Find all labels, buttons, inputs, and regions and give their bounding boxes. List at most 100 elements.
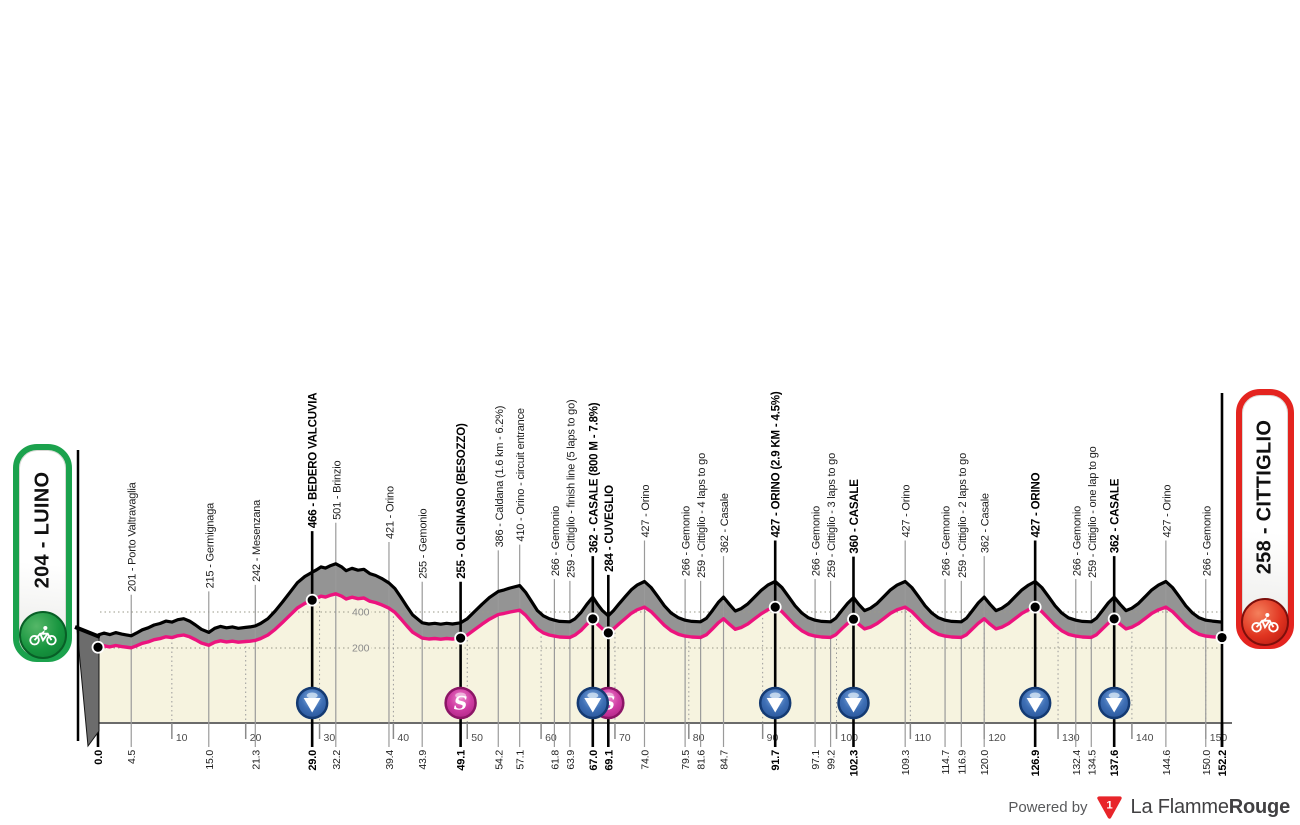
waypoint-label: 255 - OLGINASIO (BESOZZO) <box>456 423 468 579</box>
waypoint-label: 427 - ORINO <box>1031 472 1043 537</box>
elevation-band-fill <box>98 563 1222 648</box>
waypoint-label: 259 - Cittiglio - 2 laps to go <box>957 453 969 578</box>
climb-icon <box>1097 686 1131 720</box>
climb-icon <box>295 686 329 720</box>
waypoint-km-label: 67.0 <box>588 750 600 771</box>
finish-badge: 258 - CITTIGLIO <box>1236 389 1294 649</box>
powered-by-text: Powered by <box>1008 799 1088 816</box>
waypoint-km-label: 152.2 <box>1217 750 1229 777</box>
brand-wordmark: La FlammeRouge <box>1130 796 1291 819</box>
waypoint-dot <box>1107 612 1121 626</box>
waypoint-km-label: 134.5 <box>1086 750 1098 776</box>
waypoint-dot <box>1028 600 1042 614</box>
waypoint-dot <box>91 640 105 654</box>
waypoint-dot <box>454 631 468 645</box>
climb-icon <box>1018 686 1052 720</box>
waypoint-label: 259 - Cittiglio - one lap to go <box>1087 446 1099 577</box>
x-axis-tick-label: 10 <box>176 732 188 744</box>
waypoint-label: 266 - Gemonio <box>550 506 562 576</box>
waypoint-label: 466 - BEDERO VALCUVIA <box>308 393 320 529</box>
waypoint-km-label: 99.2 <box>826 750 838 770</box>
footer-credit: Powered by 1 La FlammeRouge <box>1008 795 1290 820</box>
waypoint-km-label: 79.5 <box>680 750 692 770</box>
logo-digit: 1 <box>1106 800 1113 812</box>
waypoint-dot <box>586 612 600 626</box>
x-axis-tick-label: 100 <box>841 732 859 744</box>
waypoint-km-label: 137.6 <box>1109 750 1121 777</box>
waypoint-km-label: 97.1 <box>810 750 822 770</box>
x-axis-tick-label: 140 <box>1136 732 1154 744</box>
waypoint-km-label: 57.1 <box>515 750 527 770</box>
waypoint-km-label: 4.5 <box>126 750 138 764</box>
x-axis-tick-label: 30 <box>324 732 336 744</box>
waypoint-km-label: 102.3 <box>848 750 860 777</box>
waypoint-km-label: 63.9 <box>565 750 577 770</box>
elevation-gridline-label: 200 <box>352 643 370 655</box>
x-axis-tick-label: 60 <box>545 732 557 744</box>
waypoint-km-label: 43.9 <box>417 750 429 770</box>
waypoint-label: 266 - Gemonio <box>811 506 823 576</box>
waypoint-label: 362 - CASALE <box>1110 478 1122 553</box>
start-badge-label: 204 - LUINO <box>31 471 53 589</box>
start-cyclist-icon <box>18 611 67 659</box>
x-axis-tick-label: 70 <box>619 732 631 744</box>
waypoint-label: 284 - CUVEGLIO <box>604 485 616 572</box>
svg-text:S: S <box>454 693 468 715</box>
waypoint-label: 360 - CASALE <box>849 479 861 554</box>
x-axis-tick-label: 120 <box>988 732 1006 744</box>
waypoint-km-label: 114.7 <box>940 750 952 775</box>
waypoint-label: 259 - Cittiglio - finish line (5 laps to… <box>565 400 577 578</box>
waypoint-km-label: 39.4 <box>384 750 396 770</box>
waypoint-km-label: 32.2 <box>331 750 343 770</box>
x-axis-tick-label: 40 <box>397 732 409 744</box>
sprint-icon: S <box>444 686 477 720</box>
x-axis-tick-label: 150 <box>1210 732 1228 744</box>
x-axis-tick-label: 80 <box>693 732 705 744</box>
waypoint-label: 427 - Orino <box>1161 485 1173 538</box>
x-axis-tick-label: 50 <box>471 732 483 744</box>
start-badge: 204 - LUINO <box>13 444 72 662</box>
x-axis-tick-label: 90 <box>767 732 779 744</box>
waypoint-km-label: 49.1 <box>456 750 468 771</box>
waypoint-km-label: 109.3 <box>900 750 912 776</box>
waypoint-label: 259 - Cittiglio - 4 laps to go <box>696 453 708 578</box>
waypoint-km-label: 61.8 <box>549 750 561 770</box>
waypoint-label: 427 - ORINO (2.9 KM - 4.5%) <box>771 391 783 537</box>
waypoint-label: 362 - CASALE (800 M - 7.8%) <box>588 402 600 553</box>
waypoint-label: 386 - Caldana (1.6 km - 6.2%) <box>494 406 506 548</box>
waypoint-km-label: 69.1 <box>603 750 615 771</box>
waypoint-label: 255 - Gemonio <box>418 509 430 579</box>
x-axis-tick-label: 110 <box>914 732 931 744</box>
profile-line <box>97 562 1223 638</box>
waypoint-dot <box>305 593 319 607</box>
waypoint-label: 427 - Orino <box>640 485 652 538</box>
finish-cyclist-icon <box>1241 598 1289 646</box>
waypoint-label: 427 - Orino <box>901 485 913 538</box>
gradient-line <box>97 592 1223 650</box>
elevation-gridline-label: 400 <box>352 607 370 619</box>
waypoint-dot <box>601 626 615 640</box>
waypoint-label: 362 - Casale <box>719 493 731 553</box>
waypoint-km-label: 120.0 <box>979 750 991 776</box>
waypoint-label: 266 - Gemonio <box>1201 506 1213 576</box>
waypoint-km-label: 91.7 <box>770 750 782 771</box>
climb-icon <box>758 686 792 720</box>
waypoint-label: 259 - Cittiglio - 3 laps to go <box>826 453 838 578</box>
waypoint-km-label: 15.0 <box>204 750 216 770</box>
brand-la-flamme: La Flamme <box>1130 796 1229 818</box>
la-flamme-rouge-logo-icon: 1 <box>1096 796 1122 819</box>
waypoint-km-label: 126.9 <box>1030 750 1042 777</box>
waypoint-label: 266 - Gemonio <box>941 506 953 576</box>
waypoint-dot <box>847 612 860 626</box>
waypoint-km-label: 84.7 <box>719 750 731 770</box>
waypoint-km-label: 21.3 <box>250 750 262 770</box>
brand-rouge: Rouge <box>1228 796 1290 818</box>
waypoint-km-label: 144.6 <box>1161 750 1173 776</box>
finish-badge-label: 258 - CITTIGLIO <box>1253 419 1276 574</box>
waypoint-label: 421 - Orino <box>384 486 396 539</box>
waypoint-label: 362 - Casale <box>980 493 992 553</box>
waypoint-label: 242 - Mesenzana <box>251 499 263 582</box>
route-area-fill <box>98 593 1222 723</box>
